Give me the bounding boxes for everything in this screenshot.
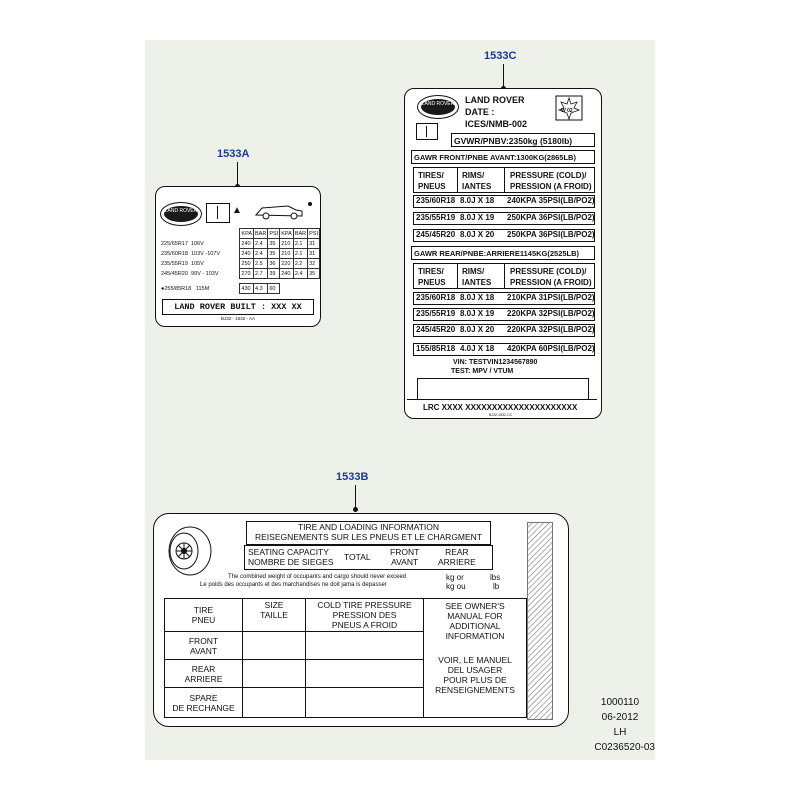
- divider: [407, 399, 597, 400]
- leader-dot-b: [353, 507, 358, 512]
- label-1533b: TIRE AND LOADING INFORMATION REISEGNEMEN…: [153, 513, 569, 727]
- vin-text: VIN: TESTVIN1234567890: [453, 359, 538, 366]
- hatched-strip: [527, 522, 553, 720]
- tire-icon: [168, 526, 212, 576]
- manual-book-icon: [416, 123, 438, 140]
- combined-weight-en: The combined weight of occupants and car…: [228, 574, 407, 580]
- kg-ou: kg ou: [446, 582, 466, 591]
- lbs-unit: lbs: [490, 573, 501, 582]
- part-number-c: BJ32-1532-CC: [489, 413, 513, 417]
- tire-loading-title: TIRE AND LOADING INFORMATION REISEGNEMEN…: [246, 521, 491, 545]
- callout-1533a: 1533A: [217, 148, 250, 160]
- kg-or: kg or: [446, 573, 464, 582]
- land-rover-logo: LAND ROVER: [160, 202, 202, 226]
- maple-badge: W 02: [561, 108, 573, 114]
- front-header-row: TIRES/PNEUS RIMS/IANTES PRESSURE (COLD)/…: [413, 167, 595, 193]
- test-text: TEST: MPV / VTUM: [451, 368, 514, 375]
- manual-book-icon: [206, 203, 230, 223]
- label-c-title: LAND ROVER DATE : ICES/NMB-002: [465, 95, 528, 129]
- gawr-front: GAWR FRONT/PNBE AVANT:1300KG(2865LB): [411, 150, 595, 164]
- gawr-rear: GAWR REAR/PNBE:ARRIERE1145KG(2525LB): [411, 246, 595, 260]
- lrc-code: LRC XXXX XXXXXXXXXXXXXXXXXXXXX: [423, 403, 578, 412]
- lb-unit: lb: [493, 582, 500, 591]
- footer-codes: 1000110 06-2012 LH C0236520-03: [594, 697, 655, 753]
- tire-pressure-icon: ▲: [232, 205, 242, 216]
- part-number-a: BJ32 - 1532 - AA: [221, 316, 256, 321]
- built-code-box: LAND ROVER BUILT : XXX XX: [162, 299, 314, 315]
- rear-header-row: TIRES/PNEUS RIMS/IANTES PRESSURE (COLD)/…: [413, 263, 595, 289]
- maple-leaf-icon: [555, 95, 583, 121]
- label-1533c: LAND ROVER LAND ROVER DATE : ICES/NMB-00…: [404, 88, 602, 419]
- blank-field: [417, 378, 589, 400]
- gvwr-box: GVWR/PNBV:2350kg (5180lb): [451, 133, 595, 147]
- land-rover-logo: LAND ROVER: [417, 95, 459, 119]
- vehicle-icon: [254, 202, 312, 220]
- callout-1533b: 1533B: [336, 471, 369, 483]
- leader-line-c: [503, 64, 504, 88]
- callout-1533c: 1533C: [484, 50, 517, 62]
- combined-weight-fr: Le poids des occupants et des marchandis…: [200, 582, 387, 588]
- leader-line-b: [355, 485, 356, 509]
- leader-line-a: [237, 162, 238, 186]
